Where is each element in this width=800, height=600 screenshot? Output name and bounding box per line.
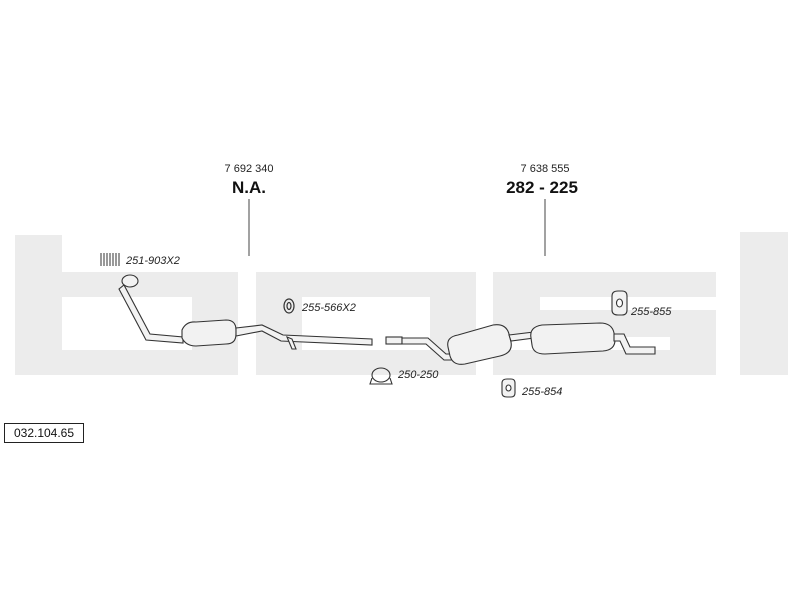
- watermark-letter-l: [740, 232, 788, 375]
- rubber-mount-mid-label: 255-854: [521, 386, 562, 398]
- callout-part-left: N.A.: [232, 178, 266, 197]
- watermark-letter-b: [15, 235, 238, 375]
- rear-silencer: [530, 322, 616, 355]
- connecting-sleeve: [385, 336, 403, 345]
- rubber-mount-mid-icon: [501, 378, 516, 398]
- hanger-ring-label: 255-566X2: [301, 302, 356, 314]
- middle-pipe: [235, 324, 373, 346]
- front-flange: [121, 274, 139, 288]
- watermark-letter-o: [256, 272, 476, 375]
- rubber-mount-rear-label: 255-855: [630, 306, 672, 318]
- spring-icon: [100, 253, 120, 266]
- rear-exhaust-section: [385, 322, 656, 365]
- clamp-label: 250-250: [397, 369, 439, 381]
- hanger-ring-icon: [283, 298, 295, 314]
- rubber-mount-rear-icon: [611, 290, 628, 316]
- front-downpipe: [118, 284, 184, 344]
- callout-part-right: 282 - 225: [506, 178, 578, 197]
- middle-silencer: [447, 324, 512, 365]
- clamp-icon: [369, 367, 393, 385]
- front-exhaust-section: [118, 274, 373, 350]
- spring-label: 251-903X2: [125, 255, 180, 267]
- callout-ref-right: 7 638 555: [521, 163, 570, 175]
- pipe-bracket: [285, 336, 297, 350]
- front-silencer: [181, 319, 237, 347]
- tailpipe: [613, 333, 656, 355]
- diagram-code-box: 032.104.65: [4, 423, 84, 443]
- callout-ref-left: 7 692 340: [225, 163, 274, 175]
